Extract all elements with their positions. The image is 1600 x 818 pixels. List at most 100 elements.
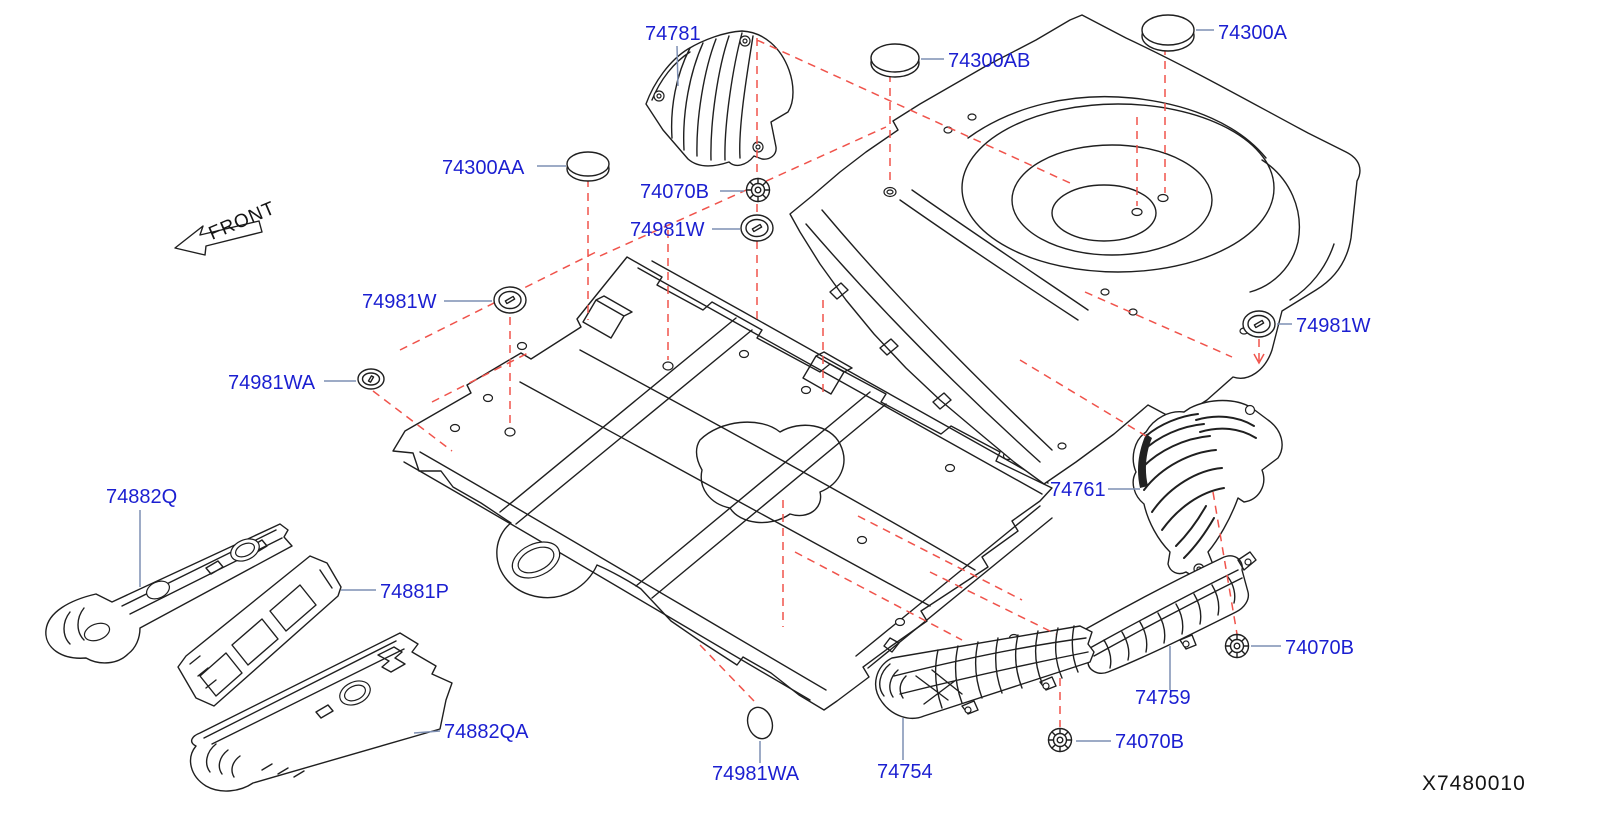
callout-74981WA-bottom[interactable]: 74981WA xyxy=(712,763,800,785)
callout-74981W-top[interactable]: 74981W xyxy=(630,219,705,241)
spacer-74881P-drawing xyxy=(177,555,342,707)
figure-code: X7480010 xyxy=(1422,772,1526,795)
bolt-hole xyxy=(1182,640,1190,648)
plug-top xyxy=(1141,14,1195,46)
plug-icon-74300A xyxy=(1141,14,1195,52)
clip-inner xyxy=(750,182,766,198)
rear-floor-hole xyxy=(1100,288,1110,296)
rear-floor-hole xyxy=(967,113,977,121)
callout-74881P[interactable]: 74881P xyxy=(380,581,449,603)
bolt-hole xyxy=(742,38,748,44)
callout-74070B-right[interactable]: 74070B xyxy=(1285,637,1354,659)
rear-floor-outline xyxy=(789,14,1361,485)
floor-hole xyxy=(894,617,906,627)
shield-74761-outline xyxy=(1132,399,1283,579)
rear-floor-hole xyxy=(1057,442,1067,450)
callout-74981W-right[interactable]: 74981W xyxy=(1296,315,1371,337)
rear-floor-detail-lines xyxy=(805,95,1335,463)
callout-74070B-bottom[interactable]: 74070B xyxy=(1115,731,1184,753)
callout-74981WA-left[interactable]: 74981WA xyxy=(228,372,316,394)
spare-wheel-well-rim xyxy=(961,103,1275,273)
shield-74759-outline xyxy=(1080,555,1250,674)
panel-oval-hole xyxy=(344,684,366,702)
grommet-slot xyxy=(367,375,375,383)
grommet-inner xyxy=(361,372,381,386)
floor-hole xyxy=(504,427,516,437)
clip-inner xyxy=(1052,732,1068,748)
callout-74781[interactable]: 74781 xyxy=(645,23,701,45)
bolt-hole xyxy=(1244,404,1256,416)
grommet-icon-74981W-right xyxy=(1242,310,1276,338)
clip-center xyxy=(754,186,762,194)
callout-labels: 74781 74300AB 74300A 74300AA 74070B 7498… xyxy=(106,22,1371,785)
heat-shield-74754-drawing xyxy=(874,625,1095,720)
grommet-icon-74981WA-left xyxy=(357,368,385,390)
callout-leader-lines xyxy=(139,29,1292,763)
rear-floor-hole xyxy=(1131,207,1143,217)
shield-74781-ribs xyxy=(651,32,754,161)
projection-lines xyxy=(372,38,1265,727)
clip-teeth xyxy=(745,177,771,203)
floor-service-oval-inner xyxy=(517,546,555,574)
panel-oval-hole xyxy=(83,622,111,642)
callout-74300A[interactable]: 74300A xyxy=(1218,22,1288,44)
rear-floor-panel-drawing xyxy=(789,14,1361,485)
panel-74882QA-outline xyxy=(189,632,453,792)
shield-74761-shade xyxy=(1138,434,1152,488)
callout-74761[interactable]: 74761 xyxy=(1050,479,1106,501)
plug-icon-74981WA-bottom xyxy=(746,706,774,740)
floor-hole xyxy=(516,341,528,351)
plug-top xyxy=(566,151,610,177)
shield-74781-bolt-holes xyxy=(653,35,764,153)
clip-teeth xyxy=(1047,727,1073,753)
grommet-icon-74981W-top xyxy=(740,214,774,242)
grommet-slot xyxy=(751,223,763,233)
callout-74882QA[interactable]: 74882QA xyxy=(444,721,529,743)
floor-hole xyxy=(449,423,461,433)
bolt-hole xyxy=(755,144,761,150)
spacer-74881P-detail xyxy=(189,569,333,697)
callout-74882Q[interactable]: 74882Q xyxy=(106,486,177,508)
plug-top xyxy=(870,43,920,73)
spare-wheel-well-mid xyxy=(1011,144,1213,256)
shield-74754-outline xyxy=(874,625,1095,720)
heat-shield-74781-drawing xyxy=(645,30,794,167)
clip-icon-74070B-top xyxy=(745,177,771,203)
clip-inner xyxy=(1229,638,1245,654)
grommet-inner xyxy=(1247,314,1271,334)
grommet-outer xyxy=(357,368,385,390)
projection-dash-lines xyxy=(372,38,1260,727)
bolt-hole xyxy=(1244,558,1252,566)
callout-74754[interactable]: 74754 xyxy=(877,761,933,783)
floor-hole xyxy=(944,463,956,473)
panel-74882QA-detail xyxy=(203,640,406,778)
callout-74300AB[interactable]: 74300AB xyxy=(948,50,1030,72)
grommet-slot xyxy=(1253,319,1265,329)
clip-icon-74070B-bottom xyxy=(1047,727,1073,753)
main-floor-panel-drawing xyxy=(392,256,1053,711)
callout-74759[interactable]: 74759 xyxy=(1135,687,1191,709)
bolt-hole xyxy=(964,706,972,714)
shield-74759-ribs xyxy=(1089,551,1257,669)
grommet-inner xyxy=(745,218,769,238)
callout-74300AA[interactable]: 74300AA xyxy=(442,157,525,179)
floor-hole xyxy=(856,535,868,545)
panel-74882Q-detail xyxy=(63,529,283,645)
bolt-hole xyxy=(656,93,662,99)
grommet-inner xyxy=(498,290,522,310)
callout-74981W-left[interactable]: 74981W xyxy=(362,291,437,313)
clip-teeth xyxy=(1224,633,1250,659)
spacer-74881P-outline xyxy=(177,555,342,707)
panel-74882QA-drawing xyxy=(189,632,453,792)
clip-icon-74070B-right xyxy=(1224,633,1250,659)
clip-center xyxy=(1233,642,1241,650)
panel-74882Q-drawing xyxy=(45,523,293,664)
callout-74070B-top[interactable]: 74070B xyxy=(640,181,709,203)
grommet-icon-74981W-left xyxy=(493,286,527,314)
shield-74781-outline xyxy=(645,30,794,167)
floor-hole xyxy=(482,393,494,403)
front-direction-arrow: FRONT xyxy=(174,198,279,256)
plug-icon-74300AA xyxy=(566,151,610,182)
heat-shield-74761-drawing xyxy=(1132,399,1283,579)
